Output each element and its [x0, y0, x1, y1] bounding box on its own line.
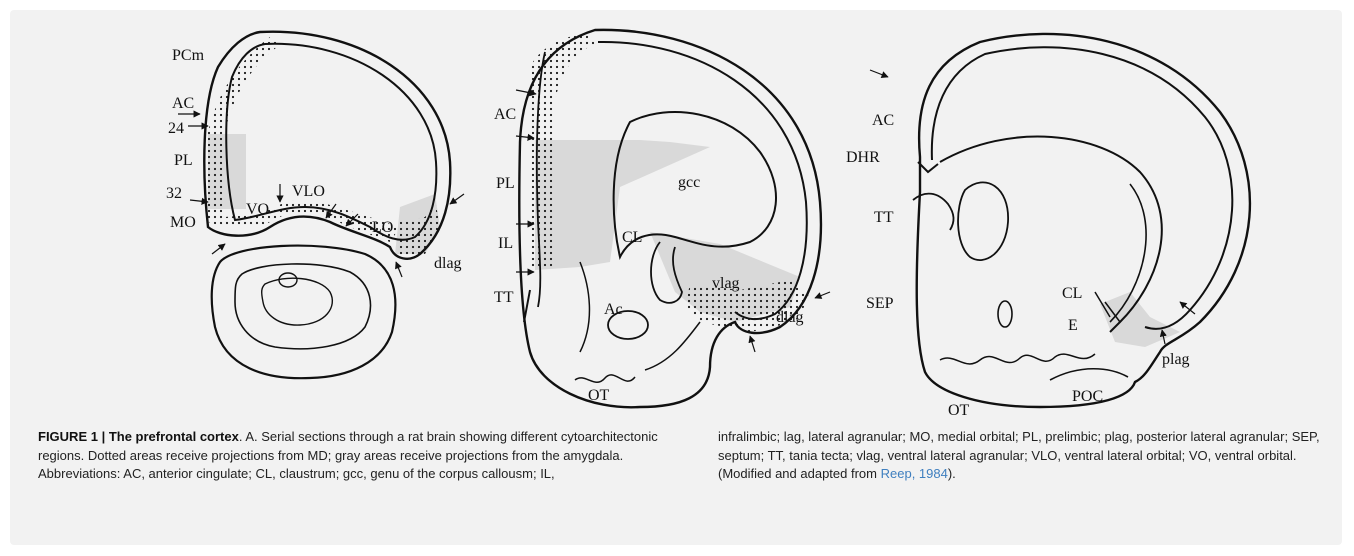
caption-right-column: infralimbic; lag, lateral agranular; MO,…: [718, 428, 1338, 484]
olfactory-bulb-inner: [235, 264, 370, 349]
label-mo: MO: [170, 214, 196, 231]
label-cl-2: CL: [622, 229, 642, 246]
label-pl: PL: [174, 152, 193, 169]
section-panel-3: AC DHR TT SEP CL E plag OT POC: [846, 34, 1250, 419]
section-outline-3: [917, 34, 1250, 407]
label-e: E: [1068, 317, 1078, 334]
label-dlag-2: dlag: [776, 309, 804, 326]
caption-right-text: infralimbic; lag, lateral agranular; MO,…: [718, 429, 1320, 481]
label-dhr: DHR: [846, 149, 880, 166]
label-sep: SEP: [866, 295, 894, 312]
label-ot-2: OT: [588, 387, 610, 404]
label-pl-2: PL: [496, 175, 515, 192]
label-gcc: gcc: [678, 174, 700, 191]
label-dlag-1: dlag: [434, 255, 462, 272]
label-tt-2: TT: [494, 289, 514, 306]
label-lo: LO: [372, 219, 393, 236]
ot-wave-2: [575, 375, 635, 382]
label-poc: POC: [1072, 388, 1103, 405]
label-ac-3: AC: [872, 112, 894, 129]
label-il-2: IL: [498, 235, 513, 252]
ventricle: [958, 182, 1008, 260]
label-vo: VO: [246, 201, 269, 218]
label-pcm: PCm: [172, 47, 205, 64]
olfactory-bulb: [212, 246, 396, 379]
section-panel-1: PCm AC 24 PL 32 VO VLO MO LO dlag: [166, 32, 464, 379]
ot-wave-3: [940, 354, 1095, 364]
figure-title: FIGURE 1 | The prefrontal cortex: [38, 429, 239, 444]
caption-left-column: FIGURE 1 | The prefrontal cortex. A. Ser…: [38, 428, 678, 484]
label-32: 32: [166, 185, 182, 202]
olfactory-bulb-core: [262, 278, 333, 325]
label-tt-3: TT: [874, 209, 894, 226]
tt-mark-2: [524, 290, 530, 322]
section-panel-2: AC PL IL TT gcc CL Ac vlag dlag OT: [494, 30, 830, 407]
label-ot-3: OT: [948, 402, 970, 419]
label-ac: AC: [172, 95, 194, 112]
label-vlag: vlag: [712, 275, 740, 292]
label-cl-3: CL: [1062, 285, 1082, 302]
label-plag: plag: [1162, 351, 1190, 368]
label-ac-2: AC: [494, 106, 516, 123]
poc-arc: [1050, 369, 1128, 380]
caption-right-end: ).: [948, 466, 956, 481]
label-24: 24: [168, 120, 184, 137]
figure-frame: PCm AC 24 PL 32 VO VLO MO LO dlag: [10, 10, 1342, 545]
small-ventricle: [998, 301, 1012, 327]
label-ac-lower: Ac: [604, 301, 623, 318]
brain-sections-figure: PCm AC 24 PL 32 VO VLO MO LO dlag: [20, 22, 1352, 424]
olfactory-bulb-center: [279, 273, 297, 287]
label-vlo: VLO: [292, 183, 325, 200]
citation-link[interactable]: Reep, 1984: [881, 466, 948, 481]
